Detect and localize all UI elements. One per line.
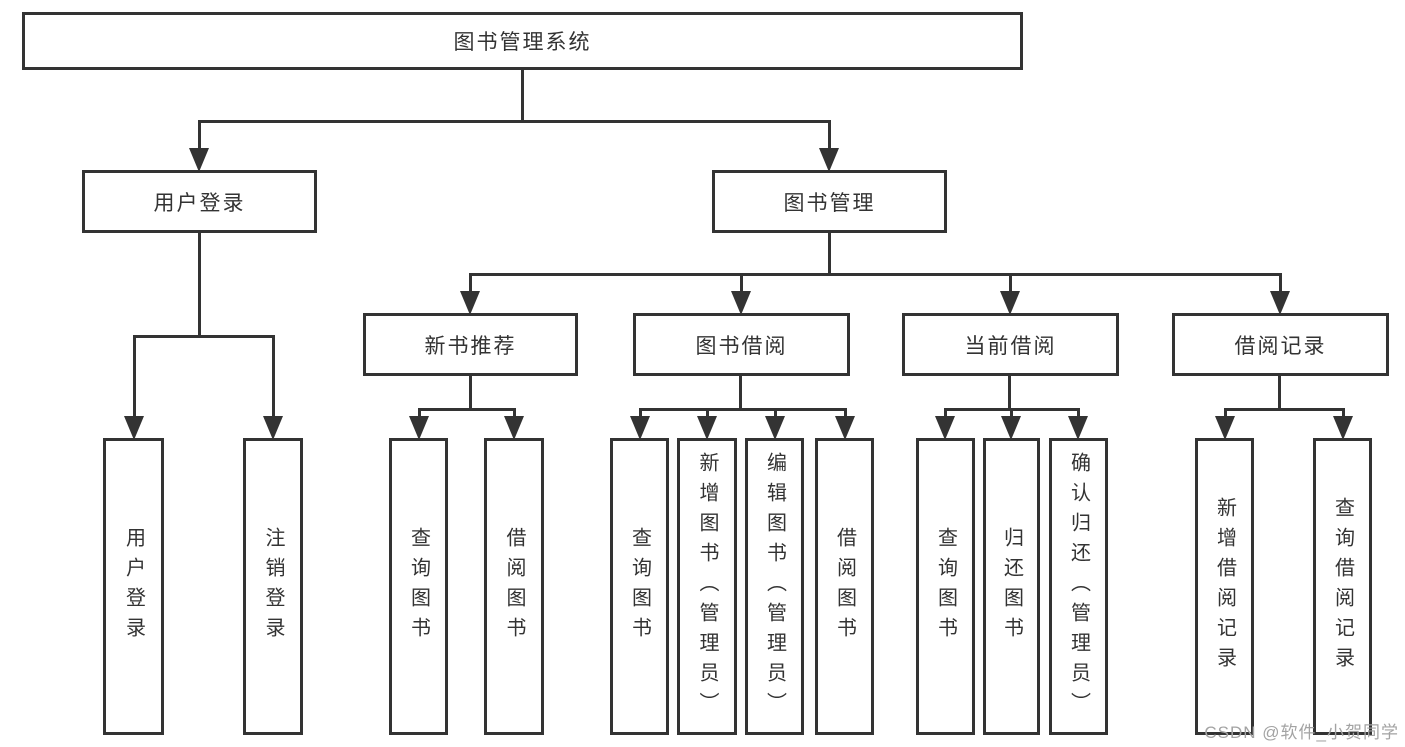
connector-vline (844, 408, 847, 418)
node-leaf-cb-return: 归还图书 (983, 438, 1040, 735)
connector-hline (418, 408, 516, 411)
node-leaf-bb-query: 查询图书 (610, 438, 669, 735)
node-leaf-nb-query: 查询图书 (389, 438, 448, 735)
arrow-down-icon (697, 416, 717, 440)
node-label: 新增图书（管理员） (696, 451, 718, 722)
node-label: 用户登录 (153, 191, 246, 215)
connector-vline (740, 273, 743, 293)
arrow-down-icon (1000, 291, 1020, 315)
connector-vline (1008, 376, 1011, 408)
node-label: 新增借阅记录 (1213, 496, 1236, 677)
arrow-down-icon (504, 416, 524, 440)
connector-hline (198, 120, 831, 123)
connector-hline (1224, 408, 1345, 411)
node-leaf-nb-borrow: 借阅图书 (484, 438, 544, 735)
node-label: 注销登录 (262, 526, 284, 647)
node-book-management: 图书管理 (712, 170, 947, 233)
connector-vline (133, 335, 136, 418)
node-label: 归还图书 (1000, 526, 1023, 647)
connector-vline (272, 335, 275, 418)
connector-hline (639, 408, 847, 411)
arrow-down-icon (630, 416, 650, 440)
node-leaf-cb-query: 查询图书 (916, 438, 975, 735)
node-borrow-records: 借阅记录 (1172, 313, 1389, 376)
node-label: 图书借阅 (695, 334, 788, 358)
connector-vline (706, 408, 709, 418)
arrow-down-icon (1001, 416, 1021, 440)
connector-vline (828, 233, 831, 273)
node-leaf-bb-add: 新增图书（管理员） (677, 438, 737, 735)
node-root: 图书管理系统 (22, 12, 1023, 70)
node-label: 查询图书 (934, 526, 957, 647)
connector-vline (521, 70, 524, 120)
node-label: 新书推荐 (424, 334, 517, 358)
node-label: 编辑图书（管理员） (763, 451, 786, 722)
node-leaf-br-query: 查询借阅记录 (1313, 438, 1372, 735)
node-label: 查询图书 (407, 526, 430, 647)
connector-vline (944, 408, 947, 418)
arrow-down-icon (124, 416, 144, 440)
connector-vline (1342, 408, 1345, 418)
node-label: 借阅记录 (1234, 334, 1327, 358)
arrow-down-icon (1215, 416, 1235, 440)
connector-vline (418, 408, 421, 418)
node-current-borrow: 当前借阅 (902, 313, 1119, 376)
arrow-down-icon (263, 416, 283, 440)
arrow-down-icon (1270, 291, 1290, 315)
connector-vline (774, 408, 777, 418)
node-user-login: 用户登录 (82, 170, 317, 233)
connector-hline (944, 408, 1080, 411)
connector-vline (1278, 376, 1281, 408)
connector-hline (469, 273, 1282, 276)
connector-vline (1009, 273, 1012, 293)
arrow-down-icon (935, 416, 955, 440)
node-label: 借阅图书 (503, 526, 525, 647)
arrow-down-icon (835, 416, 855, 440)
node-label: 查询借阅记录 (1331, 496, 1354, 677)
arrow-down-icon (189, 148, 209, 172)
node-leaf-bb-edit: 编辑图书（管理员） (745, 438, 804, 735)
connector-vline (828, 120, 831, 150)
node-leaf-bb-borrow: 借阅图书 (815, 438, 874, 735)
node-new-book-recommend: 新书推荐 (363, 313, 578, 376)
connector-vline (198, 233, 201, 335)
arrow-down-icon (1068, 416, 1088, 440)
node-label: 确认归还（管理员） (1067, 451, 1090, 722)
connector-vline (1279, 273, 1282, 293)
arrow-down-icon (409, 416, 429, 440)
connector-vline (739, 376, 742, 408)
connector-vline (513, 408, 516, 418)
connector-vline (639, 408, 642, 418)
node-label: 图书管理系统 (453, 31, 592, 54)
node-label: 借阅图书 (833, 526, 856, 647)
arrow-down-icon (1333, 416, 1353, 440)
node-leaf-cb-confirm: 确认归还（管理员） (1049, 438, 1108, 735)
node-label: 图书管理 (783, 191, 876, 215)
connector-vline (469, 376, 472, 408)
node-label: 当前借阅 (964, 334, 1057, 358)
connector-vline (1010, 408, 1013, 418)
arrow-down-icon (731, 291, 751, 315)
arrow-down-icon (765, 416, 785, 440)
connector-vline (1077, 408, 1080, 418)
connector-vline (1224, 408, 1227, 418)
node-book-borrow: 图书借阅 (633, 313, 850, 376)
connector-vline (198, 120, 201, 150)
node-leaf-user-login: 用户登录 (103, 438, 164, 735)
node-leaf-logout: 注销登录 (243, 438, 303, 735)
node-label: 用户登录 (122, 526, 145, 647)
connector-vline (469, 273, 472, 293)
connector-hline (133, 335, 275, 338)
watermark: CSDN @软件_小贺同学 (1204, 723, 1399, 742)
arrow-down-icon (460, 291, 480, 315)
arrow-down-icon (819, 148, 839, 172)
node-label: 查询图书 (628, 526, 651, 647)
node-leaf-br-add: 新增借阅记录 (1195, 438, 1254, 735)
